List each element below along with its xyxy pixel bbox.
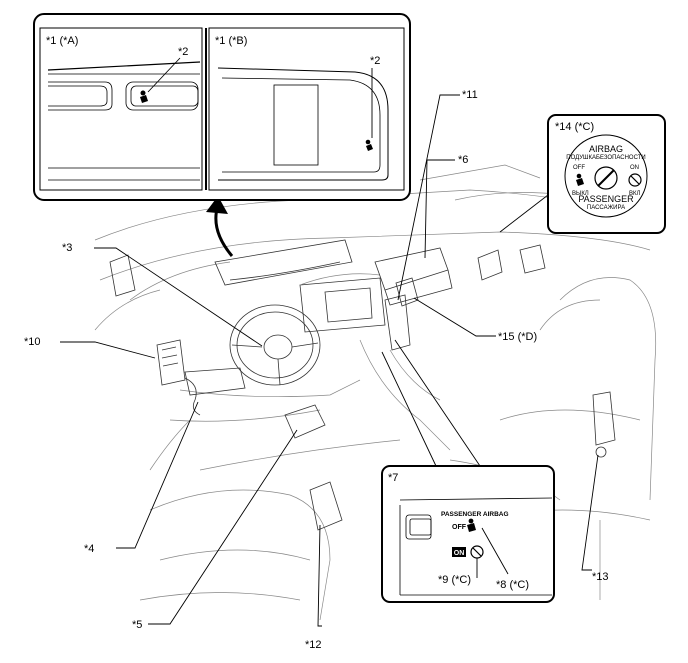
airbag-off-icon [576, 173, 584, 186]
airbag-off-indicator-icon [365, 139, 373, 151]
callout-6: *6 [458, 154, 468, 166]
airbag-off-indicator-icon [467, 518, 476, 532]
callout-8: *8 (*C) [496, 579, 529, 591]
callout-9: *9 (*C) [438, 574, 471, 586]
indicator-inset-pointer [394, 339, 481, 467]
indicator-on-label: ON [454, 550, 465, 557]
callout-12: *12 [305, 639, 322, 651]
panel-a-callout: *2 [178, 46, 188, 58]
panel-b-callout: *2 [370, 55, 380, 67]
callout-10: *10 [24, 336, 41, 348]
callout-5: *5 [132, 619, 142, 631]
key-switch [594, 166, 618, 190]
callout-15: *15 (*D) [498, 331, 537, 343]
callout-4: *4 [84, 543, 94, 555]
switch-on-label: ON [630, 165, 639, 171]
switch-passenger-ru-label: ПАССАЖИРА [587, 205, 625, 211]
switch-inset-pointer [499, 194, 549, 233]
indicator-heading: PASSENGER AIRBAG [441, 511, 509, 518]
indicator-inset-pointer [381, 351, 437, 467]
airbag-on-icon [628, 173, 642, 187]
vehicle-interior-sketch [94, 164, 656, 621]
switch-airbag-ru-label: ПОДУШКАБЕЗОПАСНОСТИ [566, 155, 645, 161]
switch-off-label: OFF [573, 165, 585, 171]
panel-b-title: *1 (*B) [215, 35, 247, 47]
arrow-head-icon [206, 196, 228, 214]
inset-instrument-panel: *1 (*A) *2 *1 (*B) *2 [33, 13, 411, 201]
switch-inset-title: *14 (*C) [555, 121, 594, 133]
leader-lines [60, 94, 599, 627]
inset-airbag-switch: *14 (*C) AIRBAG ПОДУШКАБЕЗОПАСНОСТИ OFF … [547, 114, 666, 234]
callout-3: *3 [62, 242, 72, 254]
inset-passenger-airbag-indicator: *7 PASSENGER AIRBAG OFF ON [381, 465, 555, 603]
panel-a-title: *1 (*A) [46, 35, 78, 47]
callout-11: *11 [462, 89, 478, 101]
switch-off-ru-label: ВЫКЛ [572, 191, 589, 197]
switch-airbag-label: AIRBAG [589, 144, 623, 154]
indicator-inset-title: *7 [388, 472, 398, 484]
switch-on-ru-label: ВКЛ [629, 191, 640, 197]
airbag-off-indicator-icon [140, 90, 148, 103]
switch-passenger-label: PASSENGER [578, 194, 634, 204]
indicator-off-label: OFF [452, 524, 467, 531]
callout-13: *13 [592, 571, 609, 583]
